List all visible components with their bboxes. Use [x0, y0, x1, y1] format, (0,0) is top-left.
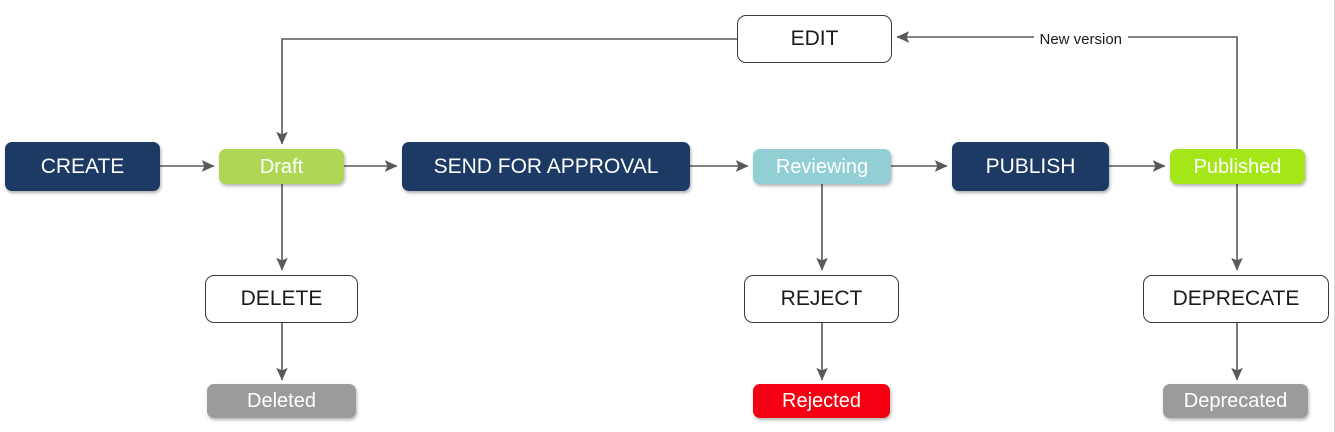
node-create[interactable]: CREATE [5, 142, 160, 191]
node-deleted[interactable]: Deleted [207, 384, 356, 418]
node-deleted-label: Deleted [247, 390, 316, 412]
node-deprecate[interactable]: DEPRECATE [1143, 275, 1329, 323]
node-deprecate-label: DEPRECATE [1172, 287, 1300, 311]
node-reject[interactable]: REJECT [744, 275, 899, 323]
node-rejected-label: Rejected [782, 390, 861, 412]
node-draft[interactable]: Draft [219, 149, 344, 184]
node-publish[interactable]: PUBLISH [952, 142, 1109, 191]
node-rejected[interactable]: Rejected [753, 384, 890, 418]
edge-published-to-edit [896, 31, 1238, 149]
node-deprecated-label: Deprecated [1183, 390, 1288, 412]
edge-label-new-version: New version [1033, 30, 1129, 48]
node-send-label: SEND FOR APPROVAL [433, 154, 659, 178]
node-send[interactable]: SEND FOR APPROVAL [402, 142, 690, 191]
node-edit[interactable]: EDIT [737, 15, 892, 63]
node-delete-label: DELETE [240, 287, 323, 311]
node-published-label: Published [1193, 155, 1282, 178]
node-reviewing-label: Reviewing [775, 155, 869, 178]
node-reject-label: REJECT [780, 287, 863, 311]
node-delete[interactable]: DELETE [205, 275, 358, 323]
node-publish-label: PUBLISH [985, 154, 1076, 178]
node-deprecated[interactable]: Deprecated [1163, 384, 1308, 418]
node-published[interactable]: Published [1170, 149, 1305, 184]
node-create-label: CREATE [40, 154, 125, 178]
node-draft-label: Draft [259, 155, 304, 178]
edge-edit-to-draft [276, 38, 737, 145]
node-edit-label: EDIT [790, 27, 839, 51]
node-reviewing[interactable]: Reviewing [753, 149, 891, 184]
